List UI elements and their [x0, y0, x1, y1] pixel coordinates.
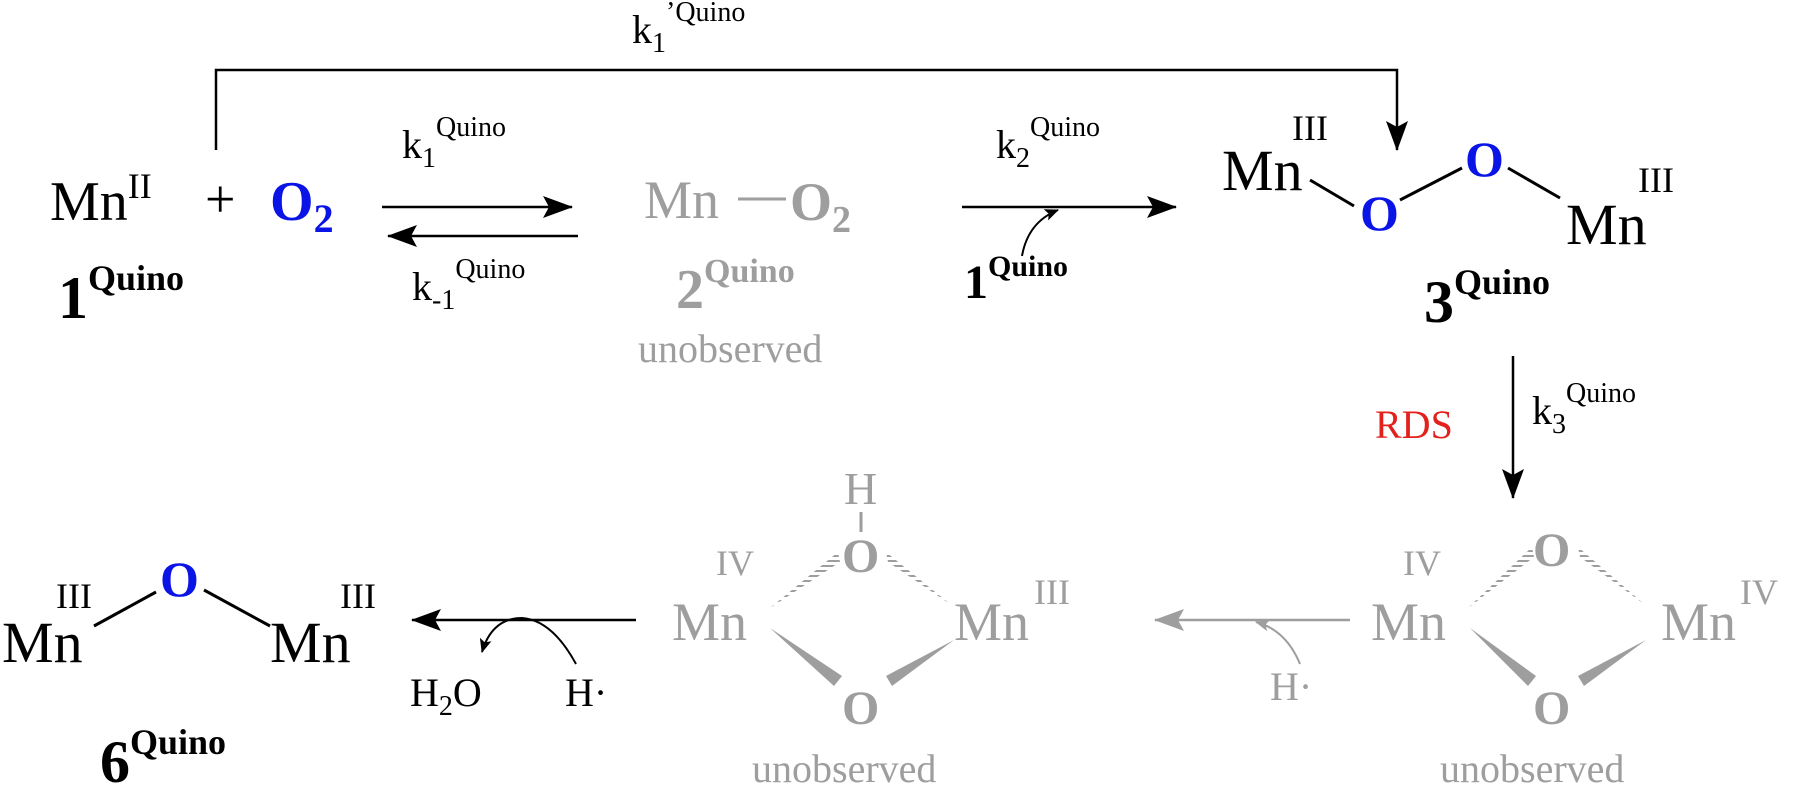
bond-o-o [1399, 166, 1463, 202]
species-3-oxygen-a: O [1360, 185, 1399, 241]
h-radical-label-2: H· [565, 670, 607, 715]
wedge-bond-5-left [1470, 628, 1536, 686]
species-4-oxygen-top: O [842, 530, 879, 583]
hashed-bond-4-left [770, 552, 840, 608]
k-minus1-label: k-1Quino [412, 254, 525, 316]
species-2-status: unobserved [638, 326, 822, 371]
rds-label: RDS [1375, 402, 1453, 447]
species-4-mn-left: Mn [672, 592, 747, 652]
species-3-mn-left: Mn [1222, 138, 1303, 203]
species-4-mn-left-ox: IV [716, 543, 754, 583]
bond-mn-o-1 [1309, 178, 1355, 208]
species-6-label: 6Quino [100, 722, 226, 795]
hashed-bond-4-right [886, 552, 950, 604]
species-1-label: 1Quino [58, 258, 184, 331]
species-5-status: unobserved [1440, 746, 1624, 791]
species-6-mn-right: Mn [270, 610, 351, 675]
plus-sign: + [205, 169, 235, 229]
species-2-o2: O2 [790, 172, 851, 241]
k3-label: k3Quino [1532, 378, 1636, 440]
species-1-formula: MnII [50, 166, 152, 233]
species-2-metal: Mn [644, 170, 719, 230]
reagent-1-label: 1Quino [964, 250, 1068, 309]
species-4-mn-right-ox: III [1034, 572, 1070, 612]
species-5-oxygen-top: O [1533, 524, 1570, 577]
bypass-arrow [214, 68, 1408, 151]
k2-label: k2Quino [996, 112, 1100, 174]
species-6-oxygen: O [160, 551, 199, 607]
curved-arrow-reagent [1021, 209, 1059, 257]
hashed-bond-5-left [1468, 547, 1534, 608]
species-5-mn-left-ox: IV [1403, 543, 1441, 583]
curved-arrow-h-radical-1 [1255, 619, 1301, 665]
oxygen-molecule: O2 [270, 171, 334, 241]
species-3-mn-right: Mn [1566, 192, 1647, 257]
species-3-label: 3Quino [1424, 262, 1550, 335]
species-3-mn-left-ox: III [1292, 108, 1328, 148]
bond-o-mn-2 [1507, 166, 1561, 200]
species-5-mn-right: Mn [1661, 592, 1736, 652]
h-radical-label-1: H· [1270, 664, 1312, 709]
bond-o-mn-6b [203, 588, 271, 628]
wedge-bond-4-right [886, 640, 954, 686]
curved-arrow-h-radical-2 [479, 616, 577, 665]
wedge-bond-5-right [1578, 640, 1646, 686]
species-5-mn-left: Mn [1371, 592, 1446, 652]
k1-prime-label: k1’Quino [632, 0, 745, 59]
species-3-mn-right-ox: III [1638, 160, 1674, 200]
water-label: H2O [410, 670, 482, 722]
species-4-oxygen-bottom: O [842, 682, 879, 735]
species-3-oxygen-b: O [1465, 131, 1504, 187]
species-4-mn-right: Mn [954, 592, 1029, 652]
wedge-bond-4-left [770, 628, 842, 686]
bond-mn-o-6a [93, 590, 157, 628]
species-6-mn-left-ox: III [56, 576, 92, 616]
species-2-label: 2Quino [676, 253, 795, 321]
species-4-status: unobserved [752, 746, 936, 791]
species-6-mn-left: Mn [2, 610, 83, 675]
species-5-mn-right-ox: IV [1740, 572, 1778, 612]
species-4-hydrogen: H [844, 463, 877, 514]
k1-label: k1Quino [402, 112, 506, 174]
species-5-oxygen-bottom: O [1533, 682, 1570, 735]
species-6-mn-right-ox: III [340, 576, 376, 616]
hashed-bond-5-right [1578, 547, 1644, 604]
